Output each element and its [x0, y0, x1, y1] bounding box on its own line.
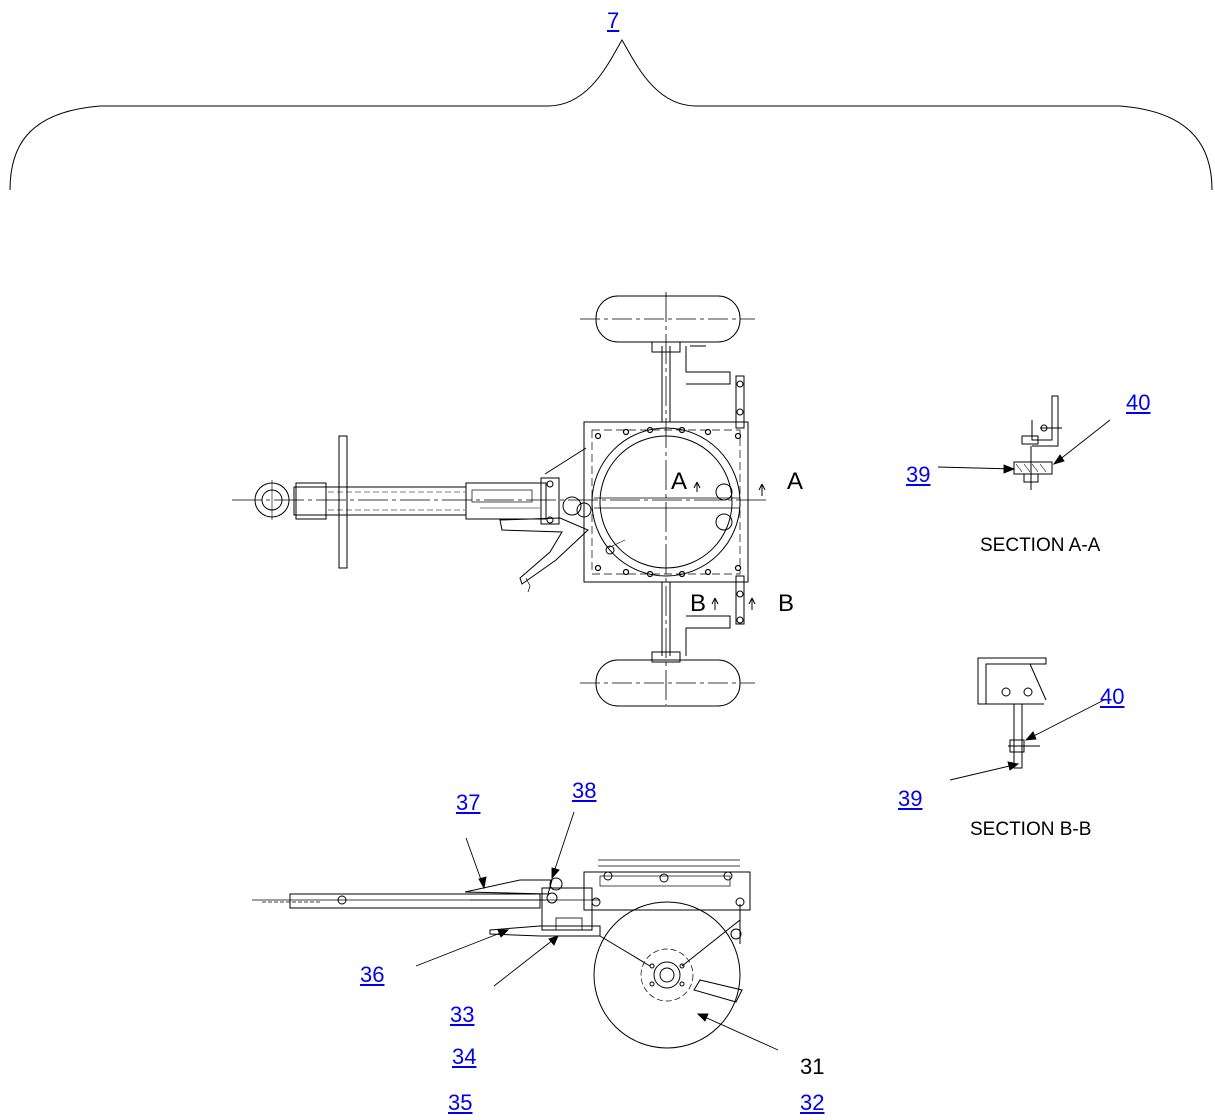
callout-35-link[interactable]: 35 [448, 1090, 473, 1115]
callout-40-section-bb-link[interactable]: 40 [1100, 684, 1125, 709]
callout-31-label: 31 [800, 1054, 825, 1079]
callout-33-link[interactable]: 33 [450, 1002, 475, 1027]
section-mark-b-right: B [778, 590, 795, 617]
section-bb-caption: SECTION B-B [970, 819, 1092, 840]
callout-37-link[interactable]: 37 [456, 790, 481, 815]
callout-7-link[interactable]: 7 [607, 8, 620, 33]
section-bb-detail [977, 657, 1047, 769]
callout-34-link[interactable]: 34 [452, 1044, 477, 1069]
callout-39-section-bb-link[interactable]: 39 [898, 786, 923, 811]
section-mark-a-left: A [671, 468, 688, 495]
section-mark-a-right: A [787, 468, 804, 495]
top-view [232, 292, 770, 707]
callout-38-link[interactable]: 38 [572, 778, 597, 803]
section-mark-b-left: B [690, 590, 707, 617]
section-aa-caption: SECTION A-A [980, 535, 1101, 556]
callout-32-link[interactable]: 32 [800, 1090, 825, 1115]
leader-lines [415, 419, 1111, 1051]
section-aa-detail [1013, 395, 1062, 490]
assembly-brace [9, 39, 1213, 191]
callout-40-section-aa-link[interactable]: 40 [1126, 390, 1151, 415]
callout-39-section-aa-link[interactable]: 39 [906, 462, 931, 487]
side-view [252, 859, 751, 1049]
callout-36-link[interactable]: 36 [360, 962, 385, 987]
